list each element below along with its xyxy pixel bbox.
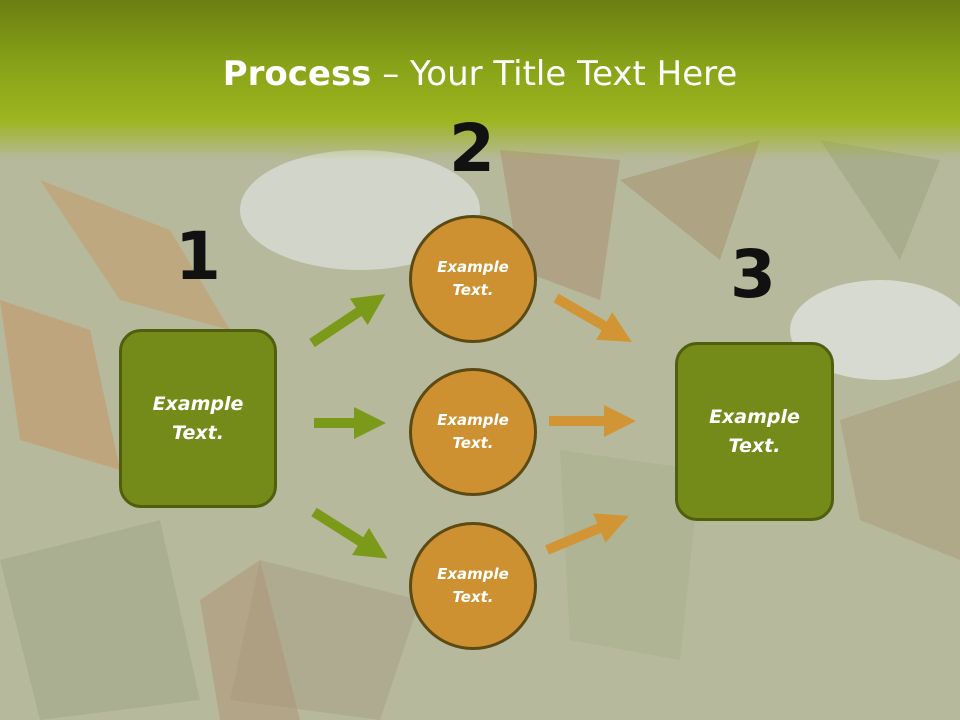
left-step-box-text: Example Text.: [152, 392, 244, 444]
green-arrow-up: [309, 294, 386, 348]
slide-title: Process – Your Title Text Here: [0, 52, 960, 96]
title-rest: – Your Title Text Here: [371, 54, 738, 94]
left-step-box: Example Text.: [119, 329, 277, 508]
step-number-1: 1: [175, 218, 221, 295]
circle-bottom: Example Text.: [409, 522, 537, 650]
step-number-2: 2: [449, 110, 495, 187]
title-bold: Process: [222, 54, 372, 94]
circle-middle-text: Example Text.: [437, 411, 509, 452]
green-arrow-down: [311, 507, 388, 559]
circle-bottom-text: Example Text.: [437, 565, 509, 606]
step-number-3: 3: [730, 236, 776, 313]
circle-top-text: Example Text.: [437, 258, 509, 299]
circle-top: Example Text.: [409, 215, 537, 343]
orange-arrow-up: [545, 513, 629, 555]
title-band: [0, 0, 960, 160]
circle-middle: Example Text.: [409, 368, 537, 496]
right-step-box: Example Text.: [675, 342, 834, 521]
orange-arrow-down: [553, 293, 632, 343]
right-step-box-text: Example Text.: [709, 405, 800, 457]
